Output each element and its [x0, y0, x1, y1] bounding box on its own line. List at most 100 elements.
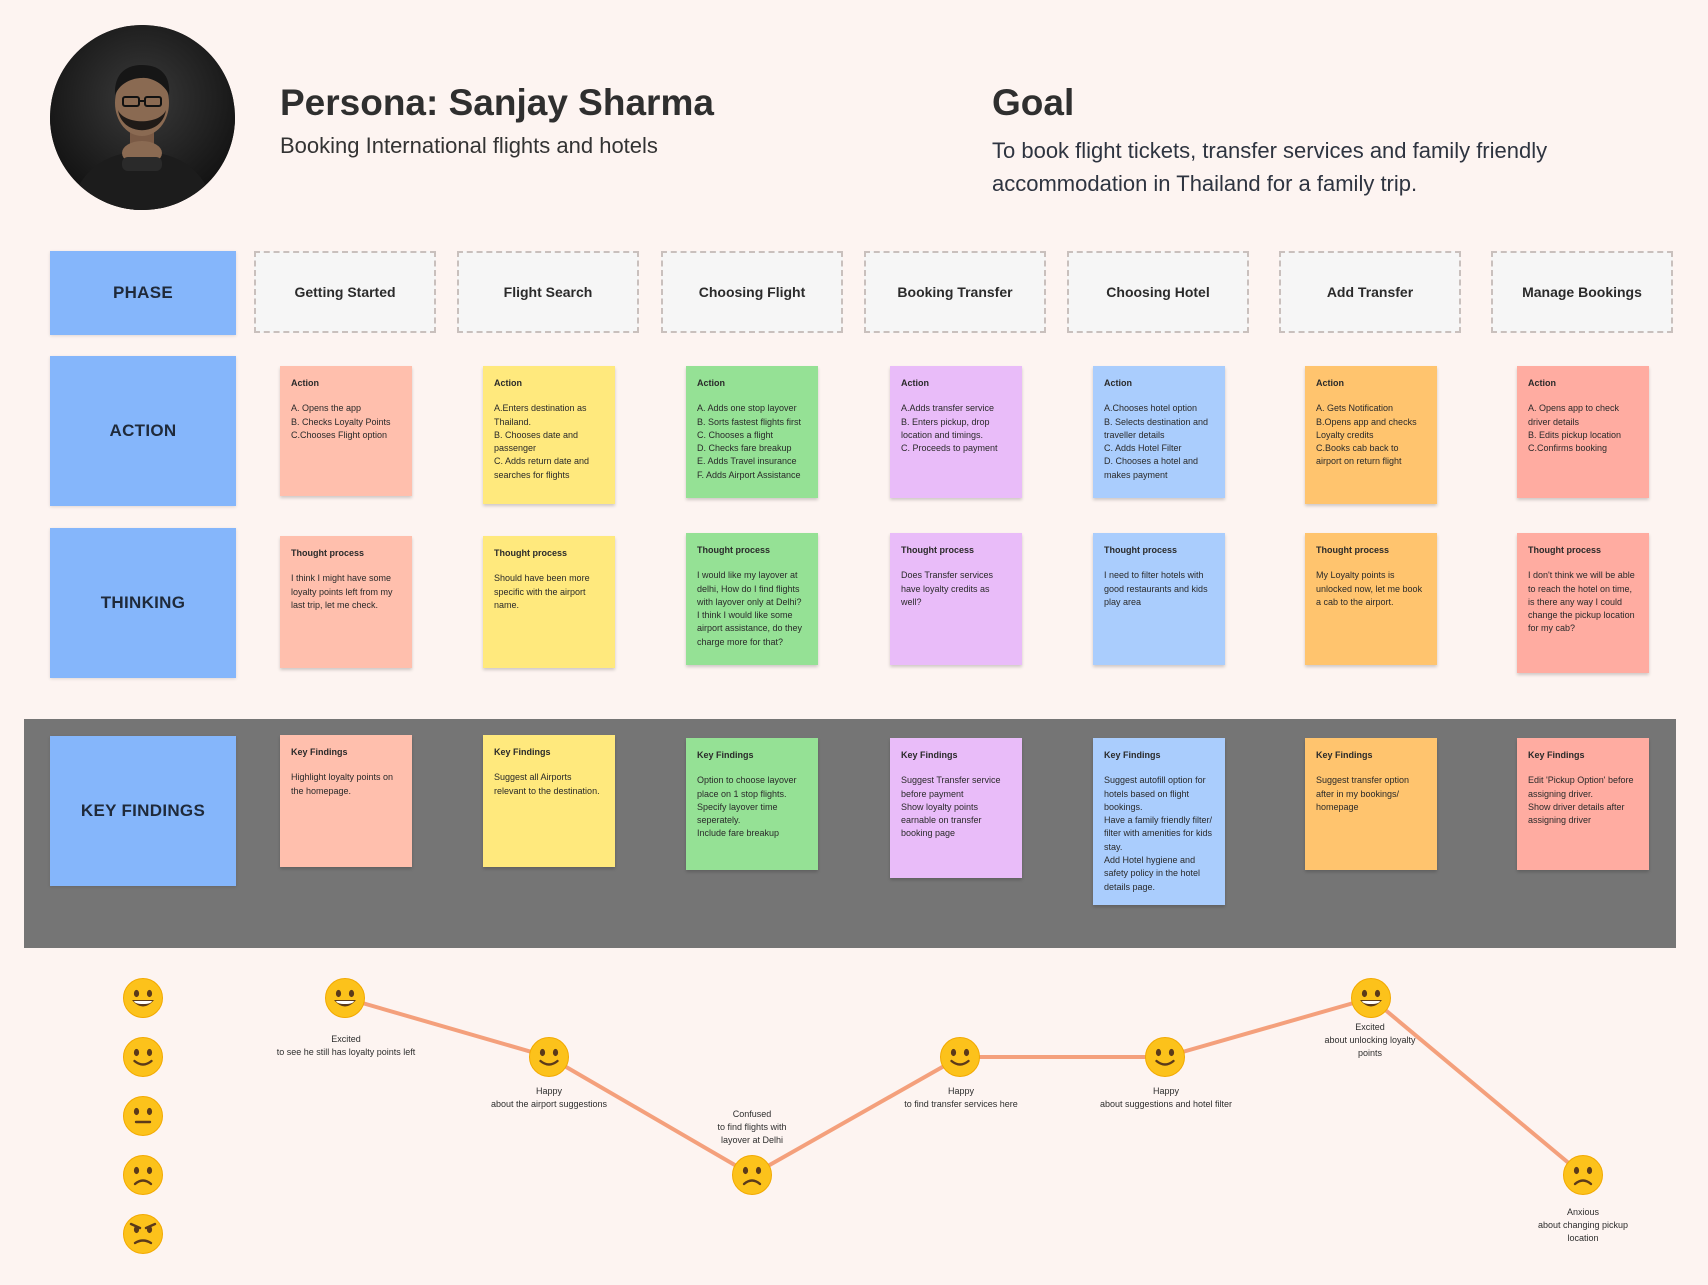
- sticky-body: A.Enters destination as Thailand. B. Cho…: [494, 403, 590, 480]
- sticky-title: Key Findings: [494, 747, 551, 757]
- sticky-title: Key Findings: [901, 750, 958, 760]
- emotion-label: Anxious about changing pickup location: [1537, 1207, 1629, 1243]
- sticky-title: Thought process: [1316, 545, 1390, 555]
- thought-sticky: Thought process Does Transfer services h…: [890, 533, 1022, 665]
- sticky-body: A.Chooses hotel option B. Selects destin…: [1104, 403, 1209, 480]
- finding-sticky: Key Findings Suggest transfer option aft…: [1305, 738, 1437, 870]
- action-sticky: Action A.Enters destination as Thailand.…: [483, 366, 615, 504]
- action-sticky: Action A. Gets Notification B.Opens app …: [1305, 366, 1437, 504]
- emotion-label: Happy about suggestions and hotel filter: [1099, 1086, 1233, 1109]
- sticky-body: A. Adds one stop layover B. Sorts fastes…: [697, 403, 802, 480]
- sticky-title: Key Findings: [291, 747, 348, 757]
- action-sticky: Action A.Chooses hotel option B. Selects…: [1093, 366, 1225, 498]
- sticky-title: Action: [1104, 378, 1132, 388]
- goal-title: Goal: [992, 82, 1075, 123]
- phase-getting-started: Getting Started: [254, 251, 436, 333]
- sad-face-icon: [122, 1154, 164, 1201]
- row-label-key-findings: KEY FINDINGS: [50, 736, 236, 886]
- thought-sticky: Thought process I think I might have som…: [280, 536, 412, 668]
- sticky-body: Suggest autofill option for hotels based…: [1104, 775, 1213, 892]
- sticky-title: Thought process: [494, 548, 568, 558]
- emotion-label: Excited about unlocking loyalty points: [1324, 1022, 1416, 1058]
- sticky-body: I would like my layover at delhi, How do…: [697, 570, 803, 647]
- sticky-body: I think I might have some loyalty points…: [291, 573, 393, 610]
- sticky-body: A. Opens the app B. Checks Loyalty Point…: [291, 403, 391, 440]
- sticky-title: Action: [697, 378, 725, 388]
- sticky-body: Should have been more specific with the …: [494, 573, 590, 610]
- phase-booking-transfer: Booking Transfer: [864, 251, 1046, 333]
- sticky-title: Thought process: [697, 545, 771, 555]
- sticky-body: I don't think we will be able to reach t…: [1528, 570, 1635, 634]
- sticky-title: Action: [901, 378, 929, 388]
- sticky-title: Key Findings: [1316, 750, 1373, 760]
- finding-sticky: Key Findings Suggest Transfer service be…: [890, 738, 1022, 878]
- sticky-body: Edit 'Pickup Option' before assigning dr…: [1528, 775, 1634, 826]
- sad-face-icon: [1562, 1154, 1604, 1201]
- finding-sticky: Key Findings Suggest all Airports releva…: [483, 735, 615, 867]
- happy-face-icon: [939, 1036, 981, 1083]
- sticky-title: Key Findings: [1104, 750, 1161, 760]
- angry-face-icon: [122, 1213, 164, 1260]
- very-happy-face-icon: [324, 977, 366, 1024]
- phase-flight-search: Flight Search: [457, 251, 639, 333]
- sticky-title: Thought process: [291, 548, 365, 558]
- persona-avatar: [50, 25, 235, 210]
- sticky-body: A. Gets Notification B.Opens app and che…: [1316, 403, 1417, 467]
- happy-face-icon: [122, 1036, 164, 1083]
- sticky-body: Suggest all Airports relevant to the des…: [494, 772, 600, 796]
- sticky-title: Action: [291, 378, 319, 388]
- emotion-label: Happy to find transfer services here: [904, 1086, 1018, 1109]
- action-sticky: Action A. Opens the app B. Checks Loyalt…: [280, 366, 412, 496]
- sticky-body: Highlight loyalty points on the homepage…: [291, 772, 394, 796]
- sticky-body: Does Transfer services have loyalty cred…: [901, 570, 994, 607]
- sticky-body: My Loyalty points is unlocked now, let m…: [1316, 570, 1423, 607]
- finding-sticky: Key Findings Edit 'Pickup Option' before…: [1517, 738, 1649, 870]
- sad-face-icon: [731, 1154, 773, 1201]
- row-label-thinking: THINKING: [50, 528, 236, 678]
- phase-manage-bookings: Manage Bookings: [1491, 251, 1673, 333]
- phase-choosing-flight: Choosing Flight: [661, 251, 843, 333]
- action-sticky: Action A. Adds one stop layover B. Sorts…: [686, 366, 818, 498]
- happy-face-icon: [528, 1036, 570, 1083]
- finding-sticky: Key Findings Option to choose layover pl…: [686, 738, 818, 870]
- sticky-body: Suggest transfer option after in my book…: [1316, 775, 1410, 812]
- neutral-face-icon: [122, 1095, 164, 1142]
- very-happy-face-icon: [122, 977, 164, 1024]
- phase-choosing-hotel: Choosing Hotel: [1067, 251, 1249, 333]
- persona-title: Persona: Sanjay Sharma: [280, 82, 714, 123]
- finding-sticky: Key Findings Suggest autofill option for…: [1093, 738, 1225, 905]
- sticky-title: Thought process: [1528, 545, 1602, 555]
- very-happy-face-icon: [1350, 977, 1392, 1024]
- emotion-label: Excited to see he still has loyalty poin…: [276, 1034, 416, 1057]
- sticky-title: Action: [1528, 378, 1556, 388]
- emotion-label: Confused to find flights with layover at…: [717, 1109, 787, 1145]
- thought-sticky: Thought process I don't think we will be…: [1517, 533, 1649, 673]
- sticky-title: Action: [494, 378, 522, 388]
- sticky-title: Key Findings: [697, 750, 754, 760]
- persona-subtitle: Booking International flights and hotels: [280, 133, 658, 158]
- sticky-body: A.Adds transfer service B. Enters pickup…: [901, 403, 998, 454]
- phase-add-transfer: Add Transfer: [1279, 251, 1461, 333]
- thought-sticky: Thought process Should have been more sp…: [483, 536, 615, 668]
- sticky-body: I need to filter hotels with good restau…: [1104, 570, 1208, 607]
- sticky-body: Suggest Transfer service before payment …: [901, 775, 1001, 839]
- sticky-title: Action: [1316, 378, 1344, 388]
- row-label-action: ACTION: [50, 356, 236, 506]
- finding-sticky: Key Findings Highlight loyalty points on…: [280, 735, 412, 867]
- action-sticky: Action A.Adds transfer service B. Enters…: [890, 366, 1022, 498]
- action-sticky: Action A. Opens app to check driver deta…: [1517, 366, 1649, 498]
- sticky-body: Option to choose layover place on 1 stop…: [697, 775, 797, 839]
- happy-face-icon: [1144, 1036, 1186, 1083]
- thought-sticky: Thought process My Loyalty points is unl…: [1305, 533, 1437, 665]
- row-label-phase: PHASE: [50, 251, 236, 335]
- goal-text: To book flight tickets, transfer service…: [992, 138, 1548, 196]
- sticky-title: Thought process: [1104, 545, 1178, 555]
- sticky-body: A. Opens app to check driver details B. …: [1528, 403, 1622, 454]
- thought-sticky: Thought process I need to filter hotels …: [1093, 533, 1225, 665]
- thought-sticky: Thought process I would like my layover …: [686, 533, 818, 665]
- emotion-label: Happy about the airport suggestions: [490, 1086, 608, 1109]
- sticky-title: Key Findings: [1528, 750, 1585, 760]
- sticky-title: Thought process: [901, 545, 975, 555]
